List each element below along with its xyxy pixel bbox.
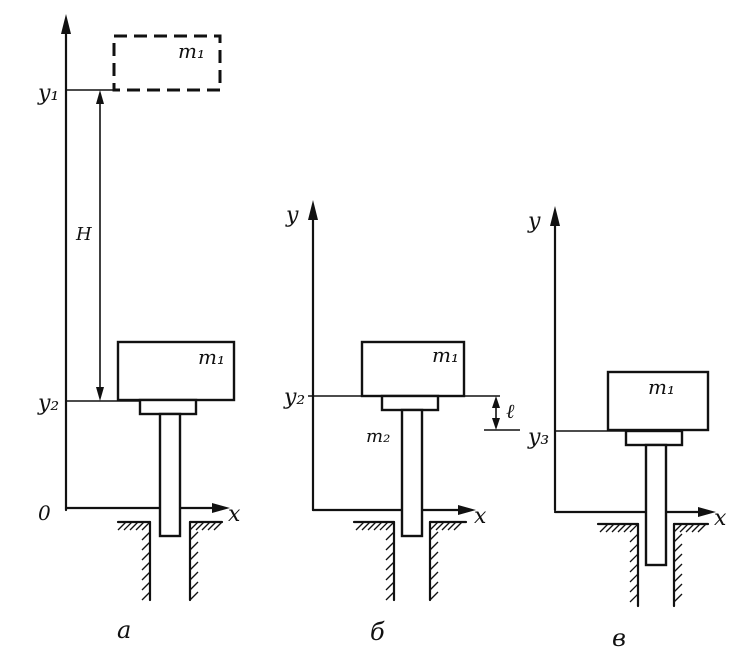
panel-a: m₁ y₁ H m₁ y₂ xyxy=(37,14,241,644)
panel-b-mass-label: m₁ xyxy=(432,343,459,367)
panel-a-h-label: H xyxy=(75,224,92,245)
panel-b-l-arrow-bottom xyxy=(492,418,500,430)
panel-b-y-axis-arrow xyxy=(308,200,318,220)
panel-a-ghost-mass xyxy=(112,34,222,92)
panel-a-h-arrow-top xyxy=(96,90,104,104)
panel-c-caption: в xyxy=(612,624,626,652)
panel-a-mass-label: m₁ xyxy=(198,345,225,369)
panel-c-mass-label: m₁ xyxy=(648,375,675,399)
panel-a-y2-label: y₂ xyxy=(37,391,59,416)
panel-a-ghost-mass-label: m₁ xyxy=(178,39,205,63)
panel-a-x-axis-arrow xyxy=(212,503,230,513)
panel-b-x-axis-arrow xyxy=(458,505,476,515)
panel-a-x-label: x xyxy=(228,502,241,527)
panel-b-pile-cap xyxy=(380,394,440,412)
panel-c-pile xyxy=(644,443,668,567)
panel-b-ground-hatch xyxy=(355,521,463,601)
panel-c-x-axis-arrow xyxy=(698,507,716,517)
panel-b-pile xyxy=(400,408,424,538)
panel-b-caption: б xyxy=(370,618,385,646)
panel-c-pile-cap xyxy=(624,429,684,447)
panel-b-l-label: ℓ xyxy=(506,399,515,423)
panel-a-y-axis-arrow xyxy=(61,14,71,34)
panel-c: y x m₁ y₃ xyxy=(527,206,727,652)
panel-b-x-label: x xyxy=(474,504,487,529)
panel-a-y1-label: y₁ xyxy=(37,81,59,106)
panel-a-pile xyxy=(158,412,182,538)
panel-b-y-label: y xyxy=(285,203,299,228)
panel-a-hammer-mass xyxy=(116,340,236,402)
panel-c-hammer-mass xyxy=(606,370,710,432)
panel-b-pile-mass-label: m₂ xyxy=(366,426,390,447)
panel-a-origin-label: 0 xyxy=(38,501,51,525)
panel-c-y3-label: y₃ xyxy=(527,425,549,450)
panel-a-pile-cap xyxy=(138,398,198,416)
panel-c-x-label: x xyxy=(714,506,727,531)
panel-b: y x m₁ y₂ m₂ ℓ xyxy=(283,200,520,646)
panel-a-ground-hatch xyxy=(117,521,223,601)
panel-b-y2-label: y₂ xyxy=(283,385,305,410)
panel-c-y-label: y xyxy=(527,209,541,234)
panel-c-y-axis-arrow xyxy=(550,206,560,226)
panel-c-ground-hatch xyxy=(599,523,707,603)
panel-b-l-arrow-top xyxy=(492,396,500,408)
panel-a-caption: а xyxy=(117,616,131,644)
panel-a-h-arrow-bottom xyxy=(96,387,104,401)
